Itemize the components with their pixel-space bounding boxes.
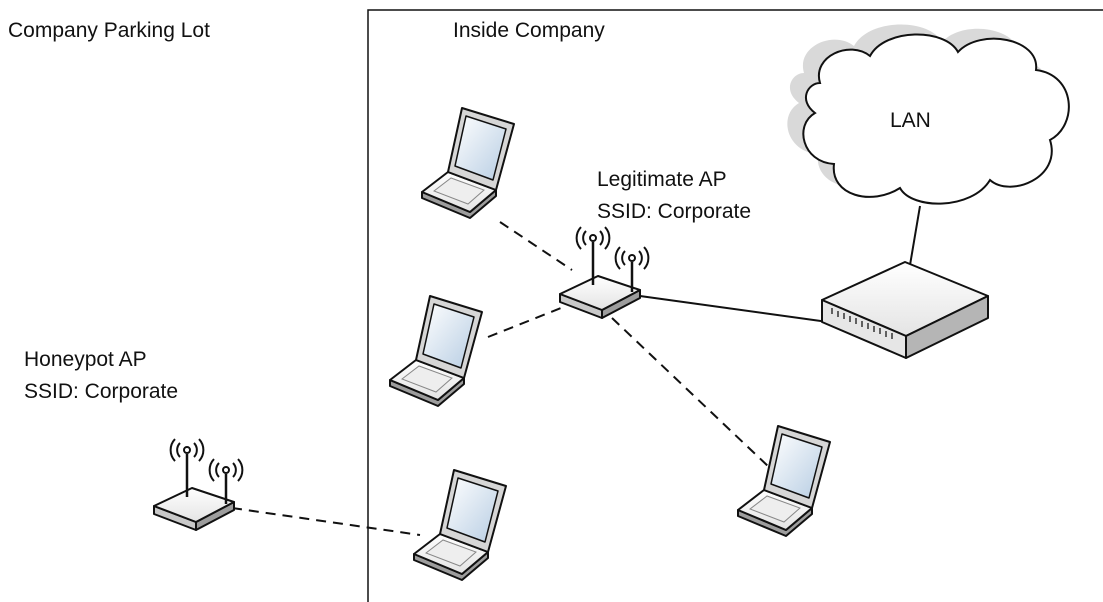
network-switch-icon	[821, 261, 989, 359]
cloud-icon	[802, 33, 1070, 205]
honeypot-ap: Honeypot AP SSID: Corporate	[24, 348, 244, 532]
link-switch-to-lan	[908, 205, 921, 272]
switch-ports	[831, 308, 893, 339]
inside-zone-label: Inside Company	[453, 19, 605, 42]
laptop-icon	[421, 107, 515, 219]
cloud-label: LAN	[890, 109, 931, 132]
link-laptop-2-to-legit-ap	[487, 305, 567, 338]
honeypot-ap-name: Honeypot AP	[24, 348, 147, 371]
wireless-router-icon	[152, 437, 244, 532]
legitimate-ap: Legitimate AP SSID: Corporate	[558, 168, 751, 320]
legit-ap-name: Legitimate AP	[597, 168, 727, 191]
link-legit-ap-to-laptop-4	[611, 317, 771, 469]
links	[231, 205, 921, 536]
legit-ap-ssid: SSID: Corporate	[597, 200, 751, 223]
outside-zone-label: Company Parking Lot	[8, 19, 210, 42]
inside-company-boundary	[367, 9, 1103, 602]
laptop-icon	[389, 295, 483, 407]
link-laptop-1-to-legit-ap	[499, 221, 573, 271]
honeypot-ap-ssid: SSID: Corporate	[24, 380, 178, 403]
link-honeypot-ap-to-laptop-3	[231, 507, 421, 536]
link-legit-ap-to-switch	[639, 295, 829, 323]
wireless-router-icon	[558, 225, 650, 320]
lan-cloud: LAN	[787, 24, 1070, 205]
laptop-icon	[737, 425, 831, 537]
laptop-icon	[413, 469, 507, 581]
